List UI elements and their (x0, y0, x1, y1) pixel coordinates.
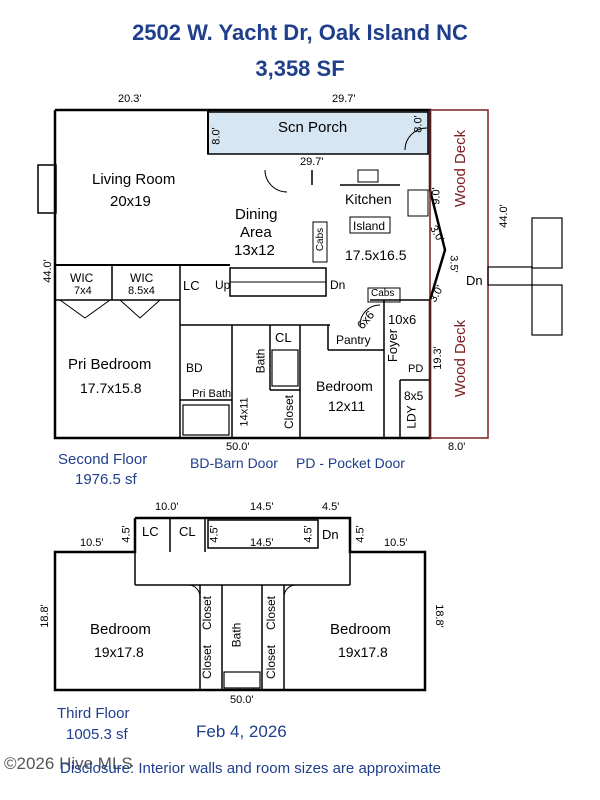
tf-dim-left-small: 4.5' (120, 525, 133, 543)
total-sf: 3,358 SF (255, 56, 345, 81)
room-wic2: WIC (130, 271, 154, 285)
room-ldy-size: 8x5 (404, 389, 424, 403)
third-floor-area: 1005.3 sf (66, 726, 128, 743)
room-closet: Closet (282, 394, 297, 430)
room-kitchen-size: 17.5x16.5 (345, 247, 407, 263)
tf-dim-right-stair: 4.5' (354, 525, 367, 543)
tf-dim-right-ext: 10.5' (384, 537, 408, 549)
room-wic1-size: 7x4 (74, 285, 92, 297)
stairs-up: Up (215, 278, 231, 292)
room-cabs-top: Cabs (315, 227, 327, 252)
dim-foyer-side: 19.3' (431, 346, 444, 370)
second-floor-area: 1976.5 sf (75, 471, 137, 488)
room-pri-bedroom-size: 17.7x15.8 (80, 380, 142, 396)
disclosure-text: Disclosure: Interior walls and room size… (60, 760, 441, 777)
room-kitchen: Kitchen (345, 191, 392, 207)
tf-dim-mid-small-a: 4.5' (208, 525, 221, 543)
room-cabs-right: Cabs (371, 288, 395, 299)
tf-dim-left-depth: 18.8' (38, 604, 51, 628)
plan-date: Feb 4, 2026 (196, 722, 287, 741)
tf-closet-a: Closet (200, 595, 215, 631)
tf-dim-stair: 14.5' (250, 501, 274, 513)
room-pantry: Pantry (336, 333, 371, 347)
tf-closet-b: Closet (200, 644, 215, 680)
room-living-room: Living Room (92, 171, 176, 188)
address-title: 2502 W. Yacht Dr, Oak Island NC (132, 20, 468, 45)
wood-deck-top: Wood Deck (452, 129, 470, 208)
legend-barn-door: BD-Barn Door (190, 455, 278, 471)
legend-pocket-door: PD - Pocket Door (296, 455, 405, 471)
watermark: ©2026 Hive MLS (4, 754, 133, 773)
room-bath: Bath (253, 348, 268, 374)
tf-dim-right-small: 4.5' (322, 501, 340, 513)
tf-stairs-dn: Dn (322, 527, 339, 542)
room-scn-porch: Scn Porch (278, 119, 348, 136)
room-living-room-size: 20x19 (110, 193, 151, 210)
dim-right-width: 29.7' (332, 93, 356, 105)
dim-porch-right: 8.0' (412, 115, 425, 133)
dim-depth: 44.0' (41, 259, 54, 283)
tf-room-cl: CL (179, 524, 196, 539)
room-pri-bedroom: Pri Bedroom (68, 356, 152, 373)
tf-dim-right-depth: 18.8' (432, 604, 445, 628)
door-bd: BD (186, 361, 203, 375)
room-lc: LC (183, 278, 200, 293)
tf-dim-left-ext: 10.5' (80, 537, 104, 549)
room-island: Island (353, 219, 386, 233)
room-dining: Dining (235, 206, 278, 223)
dim-bottom-width: 50.0' (226, 441, 250, 453)
tf-dim-bottom: 50.0' (230, 694, 254, 706)
dim-kitchen-side: 9.0' (430, 187, 443, 205)
dim-angle-b: 3.5' (447, 255, 460, 273)
door-pd: PD (408, 363, 424, 375)
room-bedroom-size: 12x11 (328, 398, 366, 414)
tf-dim-mid-small-b: 4.5' (302, 525, 315, 543)
tf-room-lc: LC (142, 524, 159, 539)
dim-porch-left: 8.0' (210, 127, 223, 145)
tf-bedroom-right-size: 19x17.8 (338, 644, 388, 660)
tf-bedroom-left: Bedroom (90, 621, 151, 638)
stairs-dn: Dn (330, 278, 346, 292)
room-foyer: Foyer (385, 328, 401, 363)
room-dining-area: Area (240, 224, 272, 241)
third-floor-caption: Third Floor (57, 705, 130, 722)
room-foyer-size: 10x6 (388, 312, 417, 327)
room-bedroom: Bedroom (316, 378, 373, 394)
room-cl: CL (275, 330, 292, 345)
tf-dim-top: 10.0' (155, 501, 179, 513)
second-floor-caption: Second Floor (58, 451, 148, 468)
dim-porch-inner: 29.7' (300, 156, 324, 168)
tf-bedroom-right: Bedroom (330, 621, 391, 638)
room-ldy: LDY (404, 405, 419, 429)
tf-bath: Bath (229, 622, 244, 648)
tf-bedroom-left-size: 19x17.8 (94, 644, 144, 660)
room-pri-bath: Pri Bath (192, 388, 232, 400)
tf-closet-d: Closet (264, 644, 279, 680)
dim-deck-depth: 44.0' (497, 204, 510, 228)
tf-closet-c: Closet (264, 595, 279, 631)
room-dining-size: 13x12 (234, 242, 275, 259)
wood-deck-bottom: Wood Deck (452, 319, 470, 398)
deck-stairs-dn: Dn (466, 273, 483, 288)
room-wic2-size: 8.5x4 (128, 285, 155, 297)
tf-dim-stair-inner: 14.5' (250, 537, 274, 549)
dim-left-width: 20.3' (118, 93, 142, 105)
room-closet-size: 14x11 (238, 397, 251, 427)
dim-deck-width: 8.0' (448, 441, 466, 453)
room-wic1: WIC (70, 271, 94, 285)
